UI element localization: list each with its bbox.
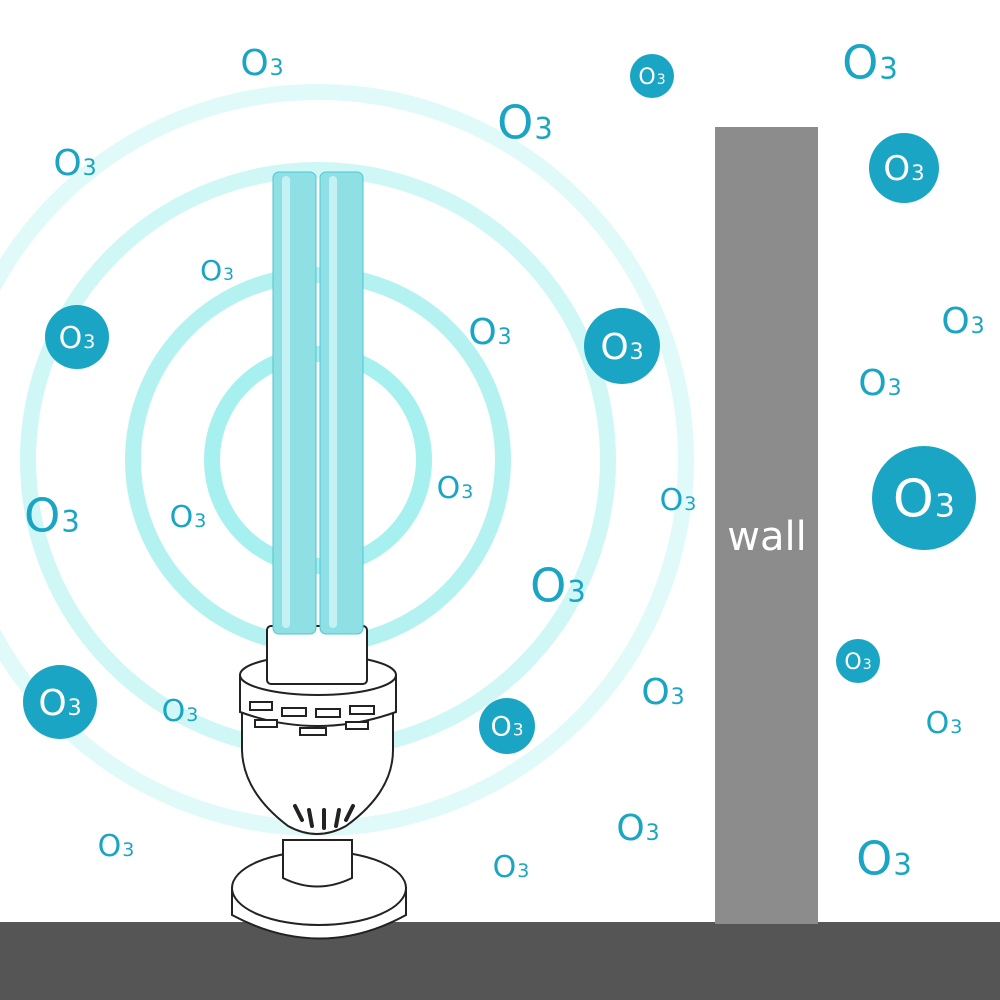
ozone-molecule-icon: O3 xyxy=(240,43,283,84)
ozone-molecule-badge xyxy=(584,308,660,384)
uv-tubes xyxy=(272,171,364,635)
ozone-molecule-label: O3 xyxy=(941,301,984,342)
ozone-molecule-badge xyxy=(479,698,535,754)
ozone-molecule-label: O3 xyxy=(858,363,901,404)
floor xyxy=(0,922,1000,1000)
ring-inner xyxy=(204,346,432,574)
ozone-molecule-icon: O3 xyxy=(53,143,96,184)
ozone-molecule-icon: O3 xyxy=(530,559,586,613)
uv-lamp-icon xyxy=(231,171,407,940)
ozone-molecule-icon: O3 xyxy=(641,672,684,713)
ozone-molecule-label: O3 xyxy=(170,500,207,535)
ozone-molecule-label: O3 xyxy=(493,850,530,885)
ozone-molecule-label: O3 xyxy=(240,43,283,84)
ozone-molecule-label: O3 xyxy=(530,559,586,613)
ozone-molecule-icon: O3 xyxy=(869,133,939,203)
ozone-molecule-label: O3 xyxy=(926,706,963,741)
ozone-molecule-icon: O3 xyxy=(98,829,135,864)
ozone-molecule-badge xyxy=(872,446,976,550)
ozone-molecule-icon: O3 xyxy=(24,489,80,543)
ozone-molecule-icon: O3 xyxy=(584,308,660,384)
ozone-molecule-badge xyxy=(630,54,674,98)
ozone-molecule-label: O3 xyxy=(162,694,199,729)
ozone-molecule-icon: O3 xyxy=(858,363,901,404)
wall-bar xyxy=(715,127,818,924)
collar-ribs xyxy=(249,701,375,736)
ozone-molecule-icon: O3 xyxy=(200,254,234,287)
ozone-molecule-icon: O3 xyxy=(926,706,963,741)
ozone-molecule-badge xyxy=(45,305,109,369)
ozone-molecule-icon: O3 xyxy=(660,483,697,518)
ozone-molecule-icon: O3 xyxy=(842,36,898,90)
ozone-molecule-label: O3 xyxy=(53,143,96,184)
ozone-molecule-badge xyxy=(869,133,939,203)
ozone-molecule-label: O3 xyxy=(883,149,924,189)
ozone-molecule-label: O3 xyxy=(38,683,81,724)
ozone-molecule-label: O3 xyxy=(497,96,553,150)
ozone-molecule-label: O3 xyxy=(98,829,135,864)
ozone-molecule-icon: O3 xyxy=(836,639,880,683)
ozone-molecule-label: O3 xyxy=(490,712,523,743)
uv-tube-right xyxy=(319,171,364,635)
ozone-molecule-label: O3 xyxy=(856,832,912,886)
ozone-molecule-badge xyxy=(836,639,880,683)
ozone-molecule-icon: O3 xyxy=(497,96,553,150)
ozone-molecule-badge xyxy=(23,665,97,739)
ozone-molecule-icon: O3 xyxy=(479,698,535,754)
lamp-bowl xyxy=(241,699,394,835)
ozone-molecule-label: O3 xyxy=(600,327,643,368)
ozone-molecule-icon: O3 xyxy=(616,808,659,849)
ozone-molecule-icon: O3 xyxy=(437,471,474,506)
ozone-molecule-icon: O3 xyxy=(630,54,674,98)
lamp-neck xyxy=(282,839,353,888)
ozone-molecule-label: O3 xyxy=(641,672,684,713)
ozone-molecule-label: O3 xyxy=(842,36,898,90)
ozone-molecule-icon: O3 xyxy=(941,301,984,342)
lamp-socket xyxy=(266,625,368,685)
uv-tube-left xyxy=(272,171,317,635)
ozone-molecule-icon: O3 xyxy=(45,305,109,369)
wall: wall xyxy=(715,127,818,924)
lamp-base xyxy=(231,850,407,940)
ozone-molecule-label: O3 xyxy=(24,489,80,543)
ring-2 xyxy=(125,267,511,653)
ozone-molecule-icon: O3 xyxy=(872,446,976,550)
ozone-molecule-label: O3 xyxy=(468,312,511,353)
wall-label: wall xyxy=(727,514,806,560)
ozone-molecule-label: O3 xyxy=(638,65,665,90)
ozone-molecule-icon: O3 xyxy=(170,500,207,535)
ozone-molecule-icon: O3 xyxy=(162,694,199,729)
ozone-molecule-icon: O3 xyxy=(493,850,530,885)
lamp-vents xyxy=(293,804,355,830)
ozone-molecule-label: O3 xyxy=(893,470,955,530)
ozone-molecule-label: O3 xyxy=(59,321,96,356)
ozone-molecule-label: O3 xyxy=(616,808,659,849)
ozone-molecule-icon: O3 xyxy=(468,312,511,353)
ozone-molecule-icon: O3 xyxy=(856,832,912,886)
ozone-molecule-label: O3 xyxy=(660,483,697,518)
ozone-molecule-label: O3 xyxy=(200,254,234,287)
ozone-molecule-label: O3 xyxy=(437,471,474,506)
ozone-molecule-icon: O3 xyxy=(23,665,97,739)
ozone-molecule-label: O3 xyxy=(844,650,871,675)
